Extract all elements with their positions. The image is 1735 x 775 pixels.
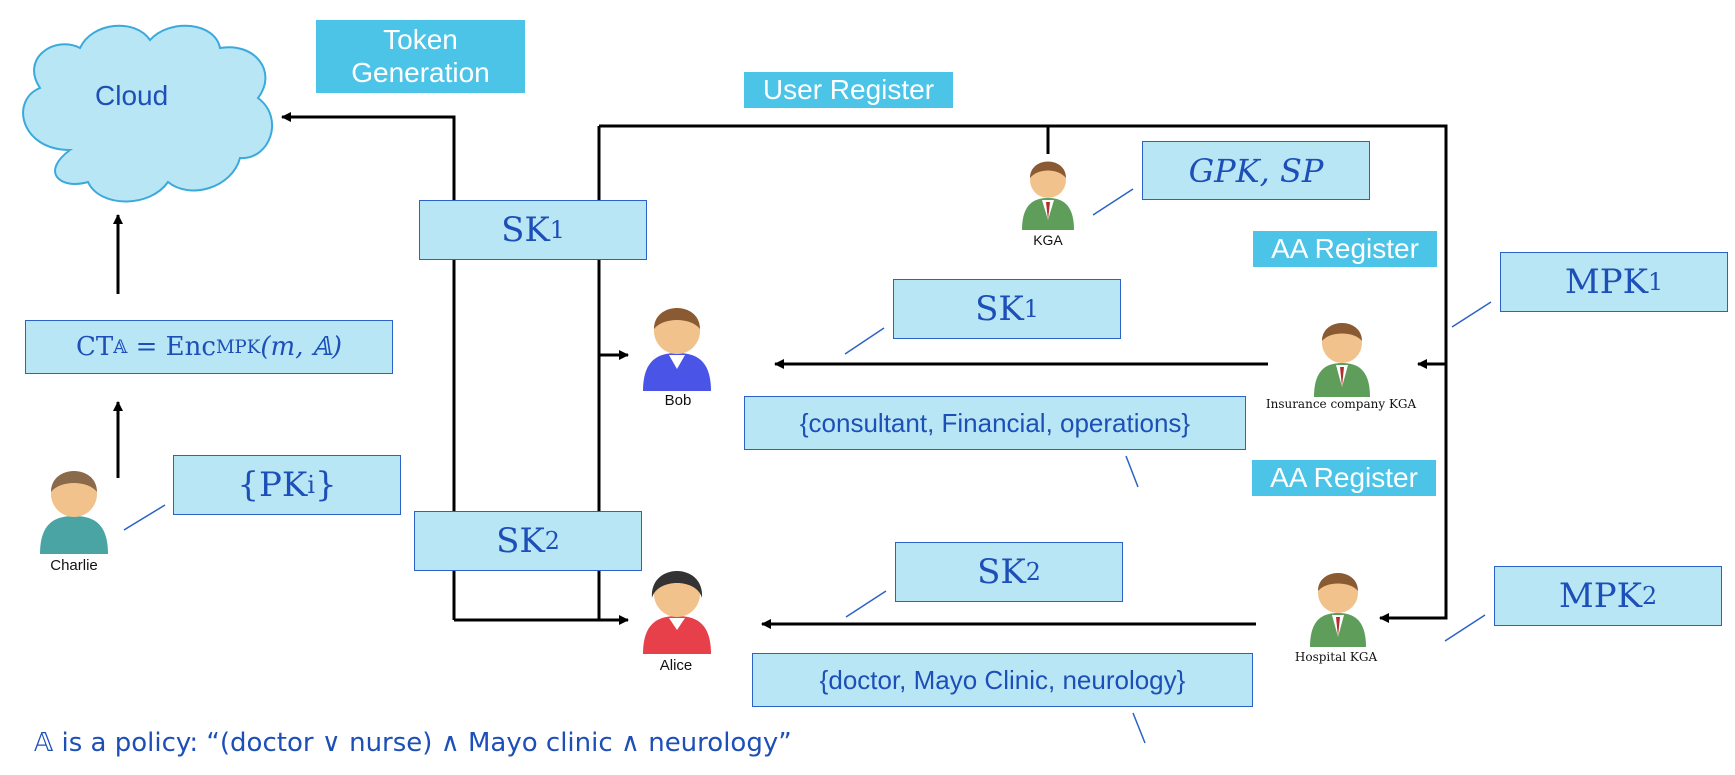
kga-label: KGA <box>1033 232 1063 248</box>
pk-close: } <box>314 465 337 505</box>
alice-avatar <box>643 571 711 654</box>
connectors <box>113 112 1448 629</box>
sk1-left-sub: 1 <box>549 216 565 244</box>
insurance-kga-label: Insurance company KGA <box>1265 397 1417 411</box>
mpk1-sub: 1 <box>1647 268 1664 296</box>
gpk-sp-box: GPK, SP <box>1142 141 1370 200</box>
ct-sub: 𝔸 <box>113 336 128 358</box>
sk1-left-base: SK <box>501 210 550 250</box>
ct-enc-sub: MPK <box>215 336 261 358</box>
mpk2-sub: 2 <box>1641 582 1658 610</box>
sk2-mid-base: SK <box>977 552 1026 592</box>
alice-label: Alice <box>659 657 693 674</box>
cloud-shape <box>22 24 274 203</box>
pk-open: {PK <box>237 465 308 505</box>
sk1-mid-base: SK <box>975 289 1024 329</box>
sk2-left-base: SK <box>496 521 545 561</box>
ct-base: CT <box>75 332 114 362</box>
aa-register-tag-2: AA Register <box>1252 460 1436 496</box>
bob-attributes-box: {consultant, Financial, operations} <box>744 396 1246 450</box>
sk1-mid-sub: 1 <box>1023 295 1039 323</box>
hospital-kga-avatar <box>1310 573 1366 647</box>
mpk1-base: MPK <box>1564 262 1648 302</box>
bob-label: Bob <box>664 392 692 409</box>
alice-attributes-box: {doctor, Mayo Clinic, neurology} <box>752 653 1253 707</box>
sk2-mid-sub: 2 <box>1025 558 1041 586</box>
ct-args: (m, 𝔸) <box>260 332 343 362</box>
insurance-kga-avatar <box>1314 323 1370 397</box>
aa-register-tag-1: AA Register <box>1253 231 1437 267</box>
token-generation-tag: Token Generation <box>316 20 525 93</box>
callout-lines <box>123 188 1492 744</box>
user-register-tag: User Register <box>744 72 953 108</box>
kga-avatar <box>1022 161 1074 230</box>
arrow-token-to-cloud <box>281 112 456 620</box>
charlie-label: Charlie <box>50 557 98 574</box>
hospital-kga-label: Hospital KGA <box>1294 650 1378 664</box>
bob-avatar <box>643 308 711 391</box>
arrow-to-hospital <box>599 124 1448 623</box>
charlie-avatar <box>40 471 108 554</box>
mpk2-base: MPK <box>1558 576 1642 616</box>
cloud-label: Cloud <box>95 80 169 111</box>
sk2-left-sub: 2 <box>544 527 560 555</box>
policy-note: 𝔸 is a policy: “(doctor ∨ nurse) ∧ Mayo … <box>34 728 792 758</box>
pk-sub: i <box>307 471 315 499</box>
ct-eq: = Enc <box>127 332 216 362</box>
